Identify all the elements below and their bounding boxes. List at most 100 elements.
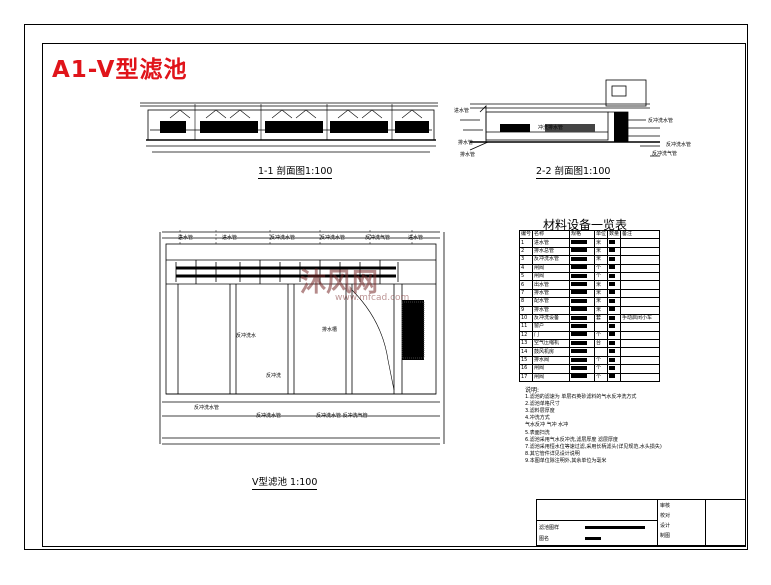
- materials-cell: [607, 339, 622, 349]
- name-value: [585, 537, 601, 540]
- materials-cell: 手动启闭小车: [620, 313, 661, 324]
- qty-redacted-block: [609, 273, 616, 278]
- note-line: 3.滤料层厚度: [525, 408, 555, 415]
- materials-cell: [620, 238, 661, 248]
- header-cell: 编号: [518, 229, 534, 240]
- spec-redacted-block: [571, 298, 588, 303]
- materials-cell: [607, 280, 622, 290]
- design-label: 设计: [660, 523, 671, 529]
- note-line: 气水反冲 气冲 水冲: [525, 422, 569, 429]
- materials-cell: 空气压缩机: [532, 339, 571, 349]
- drawing-inner-border: [42, 43, 746, 547]
- materials-cell: 个: [594, 355, 609, 366]
- plan-label-mid-2: 排水槽: [322, 327, 338, 333]
- spec-redacted-block: [571, 340, 588, 345]
- header-cell: 名称: [532, 229, 571, 240]
- qty-redacted-block: [609, 265, 616, 270]
- materials-cell: 排水总管: [532, 246, 571, 257]
- name-label: 图名: [539, 536, 550, 542]
- label-backwash-water-2: 反冲洗水管: [666, 142, 692, 148]
- plan-label-bottom-2: 反冲洗水管: [256, 413, 282, 419]
- materials-cell: 6: [518, 280, 534, 290]
- materials-cell: 闸阀: [532, 263, 571, 273]
- materials-cell: [620, 330, 661, 341]
- section-2-2-caption: 2-2 剖面图1:100: [536, 163, 611, 179]
- spec-redacted-block: [571, 256, 588, 261]
- spec-redacted-block: [571, 307, 588, 312]
- qty-redacted-block: [609, 374, 616, 379]
- plan-label-mid-1: 反冲洗水: [236, 333, 257, 339]
- note-line: 4.冲洗方式: [525, 415, 550, 422]
- materials-cell: 米: [594, 246, 609, 257]
- section-2-2-view: [460, 79, 660, 157]
- materials-cell: [620, 297, 661, 307]
- qty-redacted-block: [609, 307, 616, 312]
- materials-cell: 排水管: [532, 288, 571, 299]
- note-line: 2.滤池单格尺寸: [525, 401, 560, 408]
- materials-cell: [569, 364, 596, 374]
- drawing-outer-border: [24, 24, 748, 550]
- qty-redacted-block: [609, 323, 616, 328]
- materials-cell: [569, 246, 596, 257]
- plan-label-top-3: 反冲洗水管: [270, 235, 296, 241]
- materials-cell: [607, 305, 622, 315]
- materials-cell: [569, 280, 596, 290]
- materials-cell: [569, 339, 596, 349]
- note-line: 6.滤池采用气水反冲洗,滤层厚度 滤层厚度: [525, 436, 618, 443]
- materials-cell: 17: [518, 372, 534, 383]
- materials-cell: [569, 255, 596, 265]
- plan-label-top-2: 进水管: [222, 235, 238, 241]
- materials-cell: [620, 364, 661, 374]
- materials-cell: 10: [518, 313, 534, 324]
- materials-cell: 米: [594, 288, 609, 299]
- materials-cell: [569, 347, 596, 357]
- plan-label-bottom-3: 反冲洗水管 反冲洗气管: [316, 413, 368, 419]
- drawing-name-value: [585, 526, 645, 529]
- spec-redacted-block: [571, 349, 588, 354]
- materials-cell: [620, 263, 661, 273]
- review-label: 审核: [660, 503, 671, 509]
- drawing-title: A1-V型滤池: [52, 57, 188, 83]
- materials-cell: 闸阀: [532, 271, 571, 282]
- note-line: 9.本图单位除注明外,其余单位为毫米: [525, 457, 607, 464]
- title-block: 滤池图样 图名 审核 校对 设计 制图: [536, 499, 746, 546]
- materials-cell: 7: [518, 288, 534, 299]
- spec-redacted-block: [571, 374, 588, 379]
- materials-cell: 4: [518, 263, 534, 273]
- materials-cell: 个: [594, 372, 609, 383]
- materials-cell: [620, 355, 661, 366]
- materials-cell: [607, 313, 622, 324]
- materials-cell: 闸阀: [532, 364, 571, 374]
- materials-cell: [607, 255, 622, 265]
- spec-redacted-block: [571, 357, 588, 362]
- materials-cell: [569, 271, 596, 282]
- materials-cell: [569, 263, 596, 273]
- note-line: 1.滤池的滤速为 单层石英砂滤料的气水反冲洗方式: [525, 394, 637, 401]
- materials-cell: [620, 372, 661, 383]
- materials-cell: 个: [594, 330, 609, 341]
- materials-cell: 9: [518, 305, 534, 315]
- materials-cell: [569, 372, 596, 383]
- materials-cell: [607, 246, 622, 257]
- label-wash-drain: 冲洗排水管: [538, 125, 564, 131]
- section-1-1-caption: 1-1 剖面图1:100: [258, 163, 333, 179]
- label-backwash-water: 反冲洗水管: [648, 118, 674, 124]
- materials-cell: 5: [518, 271, 534, 282]
- qty-redacted-block: [609, 282, 616, 287]
- notes-heading: 说明:: [525, 387, 540, 394]
- qty-redacted-block: [609, 315, 616, 320]
- plan-caption: V型滤池 1:100: [252, 474, 318, 490]
- materials-cell: [607, 322, 622, 332]
- materials-cell: [569, 322, 596, 332]
- materials-cell: 15: [518, 355, 534, 366]
